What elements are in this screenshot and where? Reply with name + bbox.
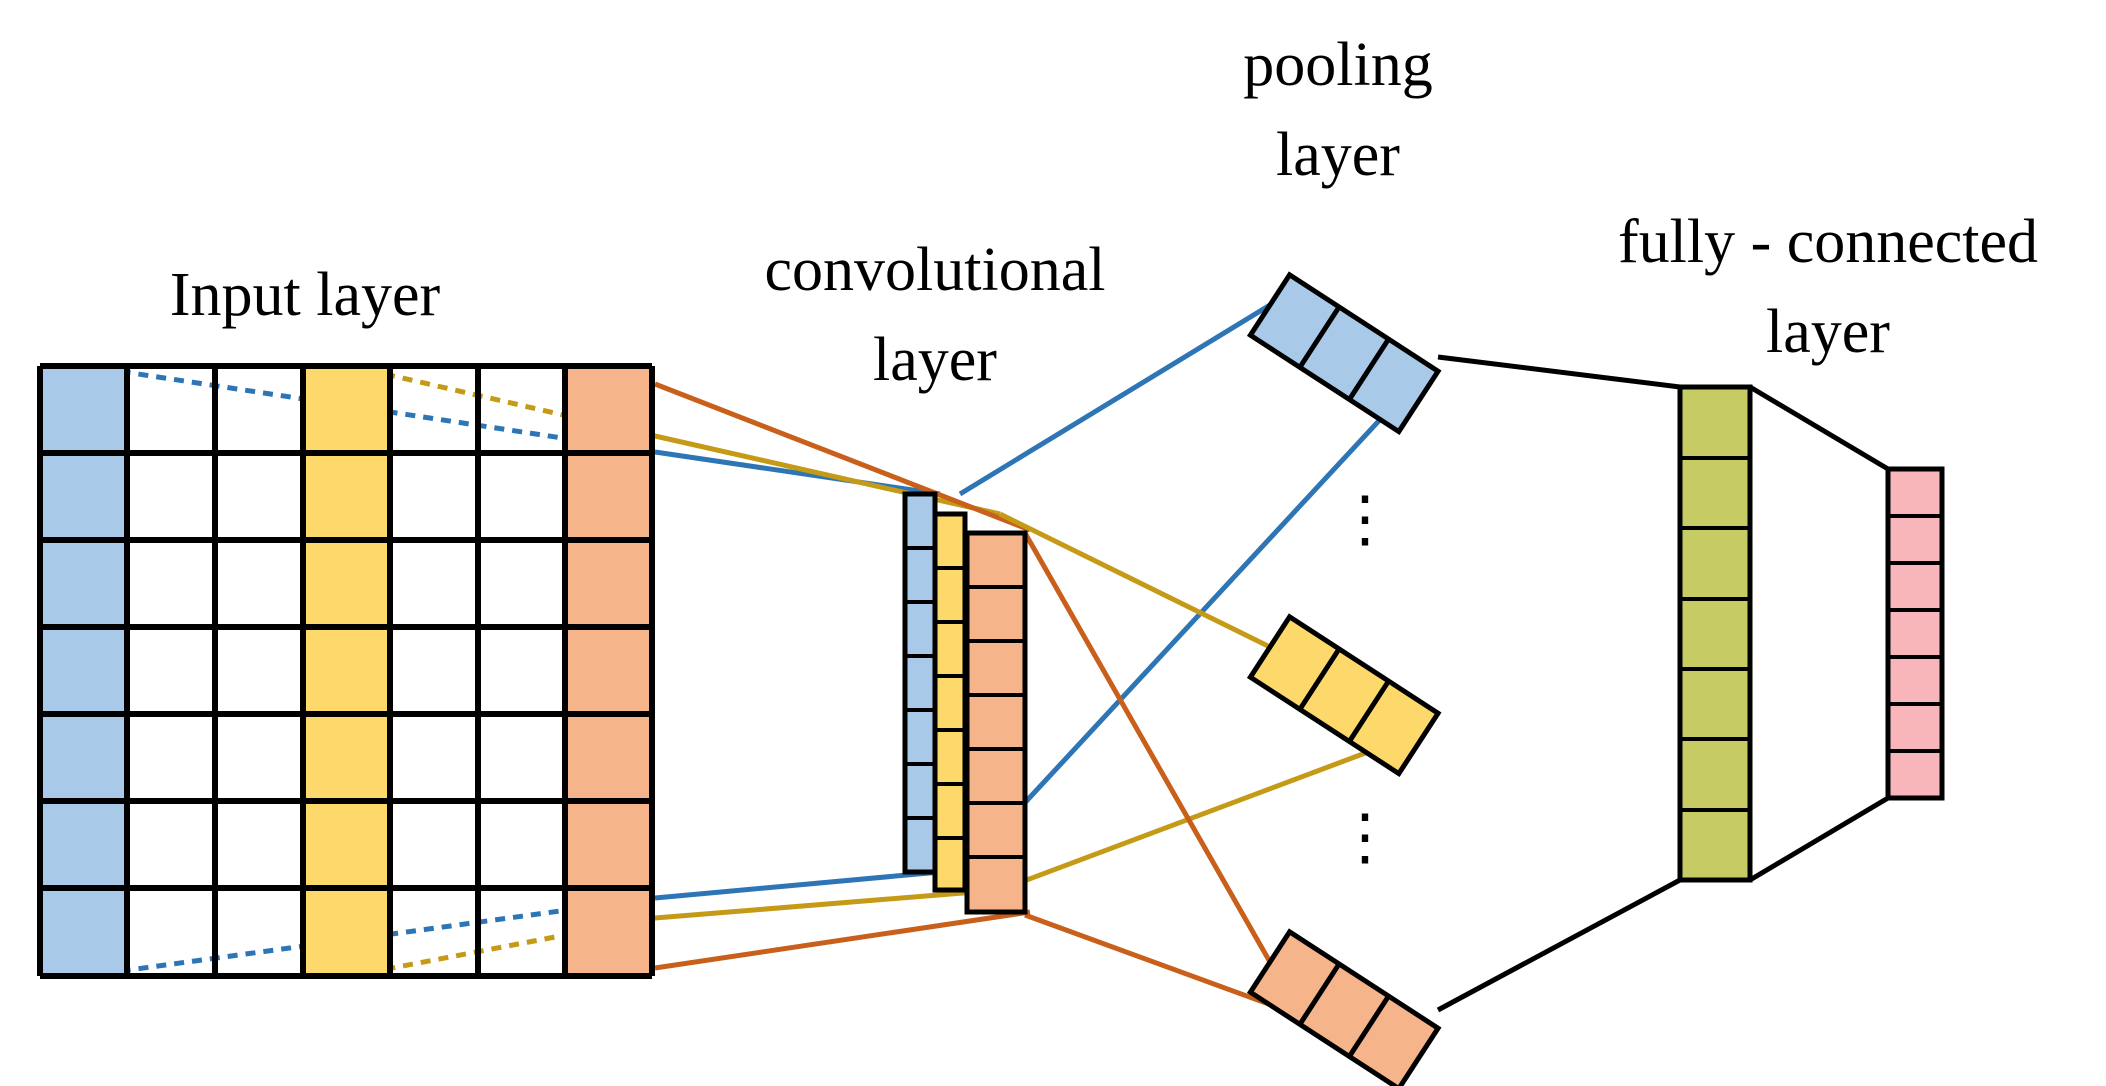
pool-map-blue: [1246, 271, 1442, 436]
fc-to-output-top: [1748, 384, 1890, 472]
conv-feature-map-yellow: [932, 511, 968, 893]
pool-to-fc-bottom: [1436, 877, 1682, 1013]
conv-layer-label-line1: convolutional: [765, 236, 1106, 304]
fully-connected-layer: [1677, 384, 1945, 883]
orange-solid-top: [654, 381, 1031, 533]
yellow-conv-to-pool-top: [998, 511, 1272, 650]
yellow-solid-top: [654, 433, 1001, 517]
input-column-blue: [40, 366, 127, 976]
yellow-solid-bottom: [654, 887, 1001, 921]
orange-conv-to-pool-top: [1022, 531, 1273, 964]
orange-solid-bottom: [654, 909, 1031, 971]
conv-feature-map-blue: [902, 491, 938, 875]
pooling-layer: ⋮ ⋮: [1246, 271, 1442, 1086]
conv-layer-label-line2: layer: [873, 326, 997, 394]
input-layer-label: Input layer: [170, 261, 441, 329]
input-layer-grid: [37, 363, 655, 979]
pool-to-fc-top: [1437, 354, 1681, 390]
output-column-pink: [1885, 466, 1945, 801]
pool-to-fc-connections: [1436, 354, 1890, 1013]
input-grid-lines: [37, 363, 655, 979]
input-to-conv-connections: [84, 363, 1031, 979]
blue-solid-bottom: [654, 869, 941, 901]
ellipsis-upper: ⋮: [1334, 486, 1396, 554]
blue-conv-to-pool-top: [958, 302, 1272, 497]
pool-map-yellow: [1246, 613, 1442, 778]
conv-feature-map-orange: [964, 530, 1028, 915]
blue-conv-to-pool-bottom: [1018, 396, 1402, 810]
pool-map-orange: [1246, 928, 1442, 1086]
blue-dashed-bottom: [84, 895, 656, 979]
fc-column-green: [1677, 384, 1753, 883]
fc-layer-label-line2: layer: [1766, 298, 1890, 366]
yellow-conv-to-pool-bottom: [999, 737, 1401, 893]
pool-layer-label-line2: layer: [1276, 121, 1400, 189]
pool-layer-label-line1: pooling: [1243, 31, 1432, 99]
blue-solid-top: [654, 449, 941, 497]
fc-to-output-bottom: [1748, 795, 1890, 883]
input-column-orange: [565, 366, 652, 976]
conv-to-pool-connections: [958, 302, 1402, 1055]
fc-layer-label-line1: fully - connected: [1618, 208, 2038, 276]
convolutional-layer: [902, 491, 1028, 915]
ellipsis-lower: ⋮: [1334, 804, 1396, 872]
input-column-yellow: [303, 366, 390, 976]
